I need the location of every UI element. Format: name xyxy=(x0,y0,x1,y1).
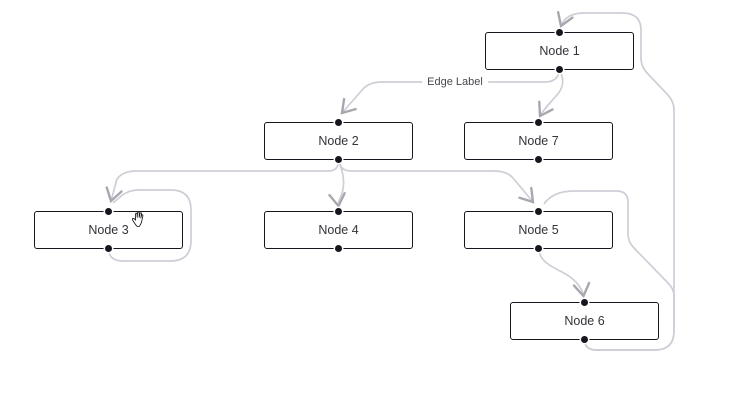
node-2[interactable]: Node 2 xyxy=(264,119,413,163)
edge-node1-node7[interactable] xyxy=(538,69,564,118)
node-4-port-top[interactable] xyxy=(335,208,342,215)
node-7-port-bottom[interactable] xyxy=(535,156,542,163)
node-3-port-bottom[interactable] xyxy=(105,245,112,252)
edge-label[interactable]: Edge Label xyxy=(422,75,488,89)
node-7[interactable]: Node 7 xyxy=(464,119,613,163)
node-4-port-bottom[interactable] xyxy=(335,245,342,252)
edge-node5-node6[interactable] xyxy=(537,248,591,299)
node-6-label: Node 6 xyxy=(564,314,605,328)
node-5-port-top[interactable] xyxy=(535,208,542,215)
node-5-label: Node 5 xyxy=(518,223,559,237)
node-2-port-bottom[interactable] xyxy=(335,156,342,163)
node-1-port-bottom[interactable] xyxy=(556,66,563,73)
edge-node1-node2[interactable] xyxy=(340,69,561,115)
node-6-port-bottom[interactable] xyxy=(581,336,588,343)
node-1-label: Node 1 xyxy=(539,44,580,58)
edge-node3-self-loop[interactable] xyxy=(107,189,192,262)
node-7-label: Node 7 xyxy=(518,134,559,148)
node-3-port-top[interactable] xyxy=(105,208,112,215)
edge-node2-node5[interactable] xyxy=(337,159,535,204)
node-6-port-top[interactable] xyxy=(581,299,588,306)
edge-node2-node3[interactable] xyxy=(105,159,340,204)
node-4-label: Node 4 xyxy=(318,223,359,237)
node-6[interactable]: Node 6 xyxy=(510,299,659,343)
edge-node6-node5[interactable] xyxy=(543,190,675,351)
node-2-port-top[interactable] xyxy=(335,119,342,126)
node-4[interactable]: Node 4 xyxy=(264,208,413,252)
node-5[interactable]: Node 5 xyxy=(464,208,613,252)
node-3-label: Node 3 xyxy=(88,223,129,237)
node-1[interactable]: Node 1 xyxy=(485,29,634,73)
node-7-port-top[interactable] xyxy=(535,119,542,126)
edge-node2-node4[interactable] xyxy=(328,159,346,209)
node-3[interactable]: Node 3 xyxy=(34,208,183,252)
node-1-port-top[interactable] xyxy=(556,29,563,36)
node-2-label: Node 2 xyxy=(318,134,359,148)
node-5-port-bottom[interactable] xyxy=(535,245,542,252)
